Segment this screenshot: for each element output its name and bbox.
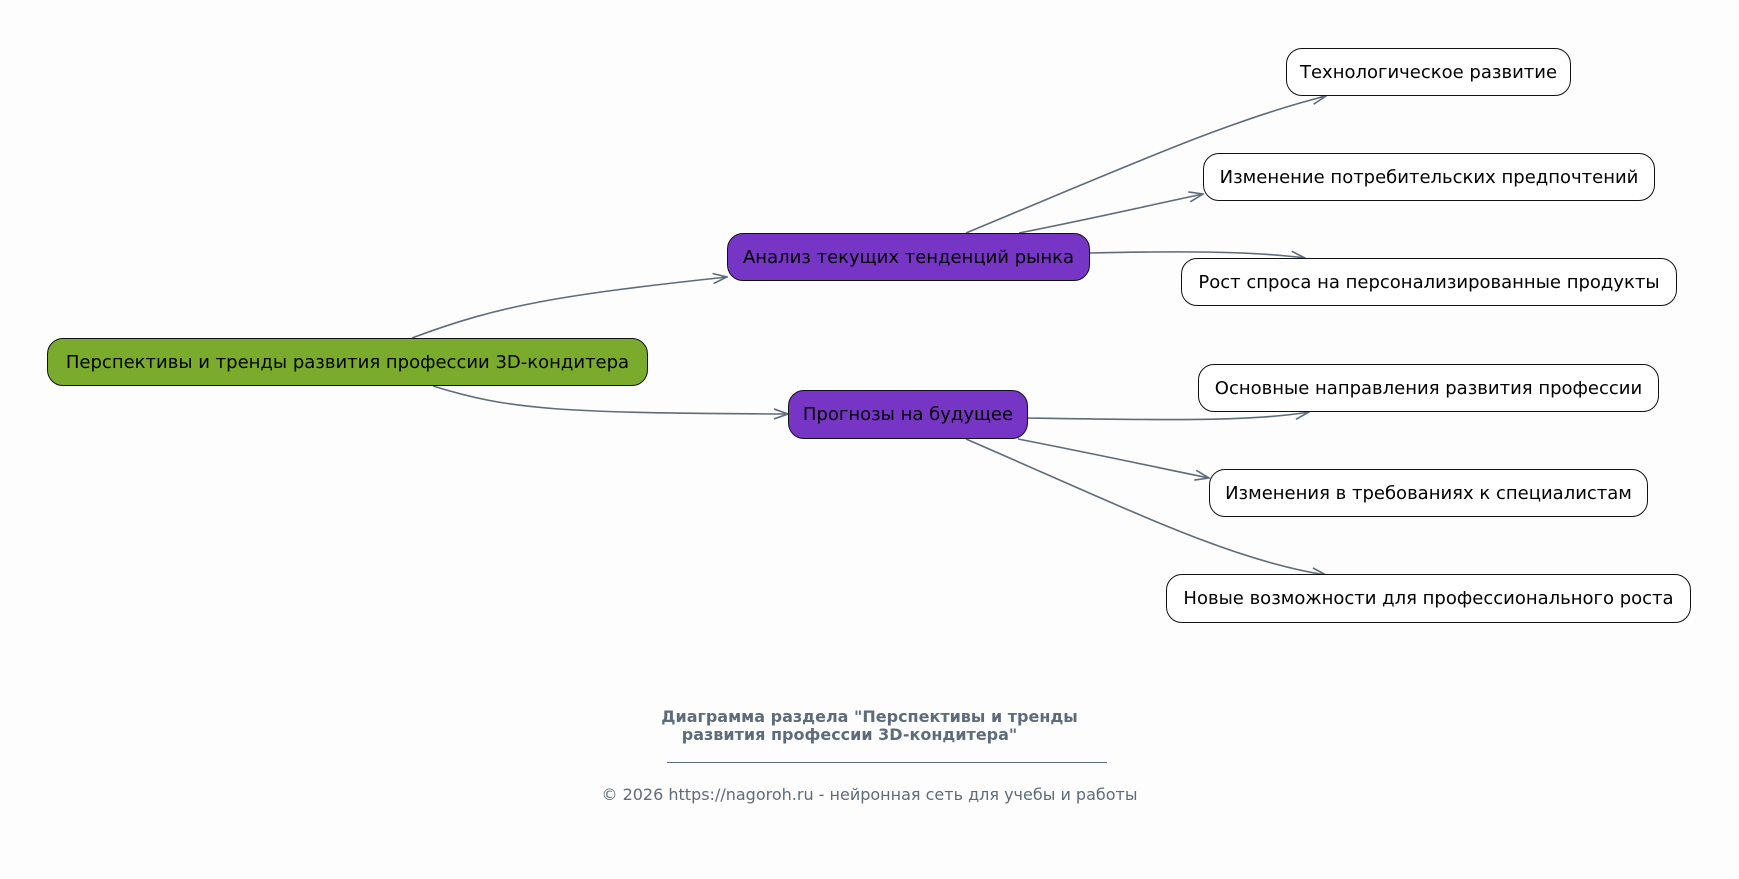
leaf-node-label: Технологическое развитие [1299,61,1558,83]
diagram-caption: Диаграмма раздела "Перспективы и тренды … [0,708,1739,744]
leaf-node-label: Изменения в требованиях к специалистам [1225,482,1632,504]
leaf-node-requirements-changes: Изменения в требованиях к специалистам [1209,469,1648,517]
branch-node-label: Анализ текущих тенденций рынка [742,246,1074,268]
leaf-node-personalized-demand: Рост спроса на персонализированные проду… [1181,258,1677,306]
edge-b2-b2c3 [965,438,1326,575]
edge-b1-b1c3 [1089,252,1305,258]
leaf-node-label: Изменение потребительских предпочтений [1219,166,1639,188]
edge-root-b1 [411,277,727,339]
copyright-text: © 2026 https://nagoroh.ru - нейронная се… [601,785,1138,804]
leaf-node-growth-opportunities: Новые возможности для профессионального … [1166,574,1691,623]
edge-b2-b2c1 [1027,412,1309,421]
root-node: Перспективы и тренды развития профессии … [47,338,648,386]
branch-node-market-analysis: Анализ текущих тенденций рынка [727,233,1090,281]
edge-b1-b1c1 [965,96,1326,234]
edge-root-b2 [432,385,788,414]
caption-line-2: развития профессии 3D-кондитера" [681,725,1018,744]
leaf-node-label: Рост спроса на персонализированные проду… [1198,271,1660,293]
caption-separator [667,762,1107,763]
leaf-node-label: Новые возможности для профессионального … [1183,588,1674,609]
edge-b1-b1c2 [1018,194,1203,234]
leaf-node-tech-development: Технологическое развитие [1286,48,1571,96]
leaf-node-main-directions: Основные направления развития профессии [1198,364,1659,412]
leaf-node-consumer-preferences: Изменение потребительских предпочтений [1203,153,1655,201]
leaf-node-label: Основные направления развития профессии [1214,377,1643,399]
branch-node-label: Прогнозы на будущее [802,404,1014,425]
branch-node-forecasts: Прогнозы на будущее [788,390,1028,439]
edge-b2-b2c2 [1017,438,1209,478]
caption-line-1: Диаграмма раздела "Перспективы и тренды [661,707,1078,726]
root-node-label: Перспективы и тренды развития профессии … [65,351,630,373]
